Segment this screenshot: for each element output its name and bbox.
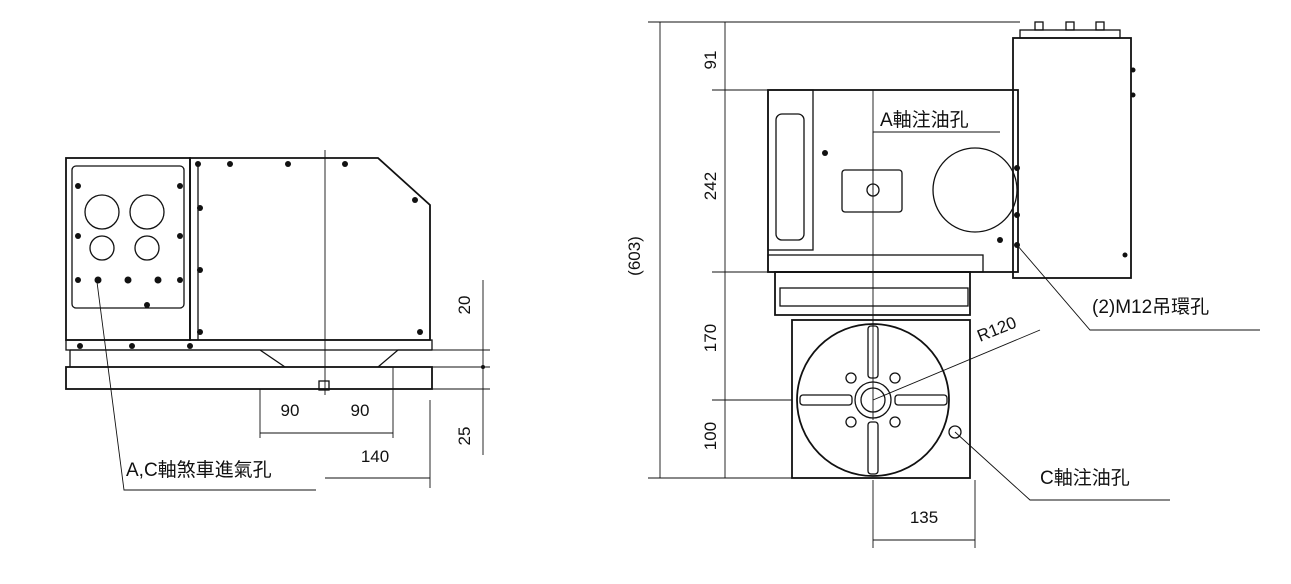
connector-4: [134, 235, 160, 261]
left-foot-slot: [69, 349, 432, 368]
callout-a-axis-oil: A軸注油孔: [880, 109, 969, 131]
c-axis-bore: [860, 387, 886, 413]
c-axis-holes: [845, 372, 901, 428]
dim-20: 20: [455, 296, 474, 315]
connector-3: [89, 235, 115, 261]
motor-connectors: [1034, 21, 1105, 31]
left-side-view: 20 25 90 90 140 A,C軸煞車進氣孔: [65, 150, 490, 491]
dim-91: 91: [701, 51, 720, 70]
left-key-block: [318, 380, 330, 391]
dim-90-left: 90: [281, 401, 300, 420]
motor-top-plate: [1019, 29, 1121, 39]
left-panel-inner: [71, 165, 185, 309]
left-bolt-pattern: [75, 161, 423, 349]
left-panel-box: [65, 157, 191, 341]
dim-25: 25: [455, 427, 474, 446]
callout-eyebolt: (2)M12吊環孔: [1092, 296, 1209, 318]
cradle-bolts: [822, 67, 1136, 258]
dim-90-right: 90: [351, 401, 370, 420]
dim-242: 242: [701, 172, 720, 200]
dim-170: 170: [701, 324, 720, 352]
left-lower-step: [65, 339, 433, 351]
left-vertical-dims: [432, 280, 490, 455]
a-axis-oil-leader: [872, 131, 1000, 190]
left-horizontal-dims: [259, 367, 431, 488]
cradle-flange: [767, 254, 984, 273]
c-axis-tslots: [799, 325, 948, 475]
connector-2: [129, 194, 165, 230]
r120-leader: [872, 329, 1041, 401]
eyebolt-leader: [1016, 244, 1260, 331]
dim-135-lines: [872, 480, 976, 548]
c-axis-hub: [854, 381, 892, 419]
dim-140: 140: [361, 447, 389, 466]
c-axis-oil-port: [948, 425, 962, 439]
brake-air-leader: [96, 281, 316, 491]
rotary-housing: [774, 271, 971, 316]
c-axis-oil-leader: [954, 431, 1170, 501]
dim-r120: R120: [974, 313, 1019, 346]
a-axis-motor: [1012, 37, 1132, 279]
c-axis-housing: [791, 319, 971, 479]
dim-100: 100: [701, 422, 720, 450]
right-front-view: 91 242 170 100 (603): [625, 21, 1260, 548]
cradle-window: [775, 113, 805, 241]
callout-c-axis-oil: C軸注油孔: [1040, 467, 1130, 489]
cradle-side-plate: [767, 89, 814, 251]
left-main-housing: [189, 157, 431, 341]
left-base-plate: [65, 366, 433, 390]
a-axis-oil-plate: [841, 169, 903, 213]
right-extension-lines: [648, 21, 1020, 479]
connector-1: [84, 194, 120, 230]
c-axis-table: [796, 323, 950, 477]
rotary-cover: [932, 147, 1018, 233]
callout-brake-air-port: A,C軸煞車進氣孔: [126, 459, 272, 481]
dim-603: (603): [625, 236, 644, 276]
dim-135: 135: [910, 508, 938, 527]
rotary-ring: [779, 287, 969, 307]
